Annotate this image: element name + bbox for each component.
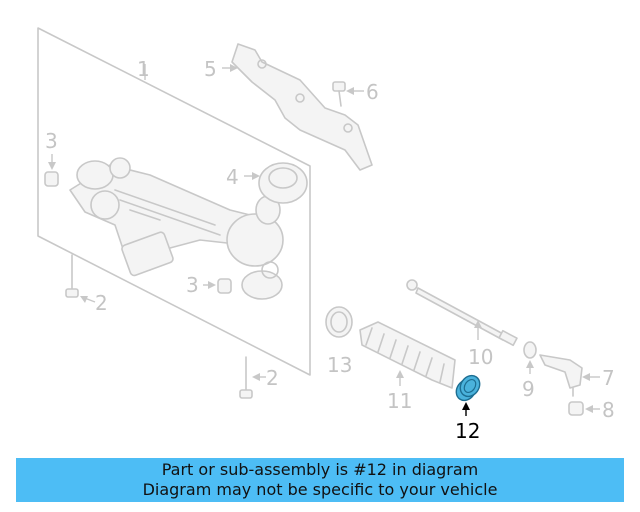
callout-11[interactable]: 11: [387, 389, 412, 413]
callout-2b[interactable]: 2: [266, 366, 279, 390]
part-2-upper-bolt: [65, 254, 79, 298]
callout-3a[interactable]: 3: [45, 129, 58, 153]
steering-rack-drawing: [69, 157, 284, 300]
callout-4[interactable]: 4: [226, 165, 239, 189]
callout-2a[interactable]: 2: [95, 291, 108, 315]
part-9-nut: [523, 341, 537, 359]
part-7-tie-rod-end: [539, 354, 583, 397]
part-11-boot: [359, 321, 456, 389]
part-4-bushing: [258, 162, 308, 204]
callout-13[interactable]: 13: [327, 353, 352, 377]
part-5-bracket: [231, 43, 373, 171]
part-6-bolt: [332, 81, 346, 107]
part-3-upper: [44, 171, 59, 187]
banner-line-part: Part or sub-assembly is #12 in diagram: [161, 460, 479, 479]
callout-1[interactable]: 1: [137, 57, 150, 81]
part-2-lower-bolt: [239, 356, 253, 399]
parts-diagram: 1 5 6 4 3 3: [37, 27, 615, 443]
callout-6[interactable]: 6: [366, 80, 379, 104]
callout-12[interactable]: 12: [455, 419, 480, 443]
callout-10[interactable]: 10: [468, 345, 493, 369]
part-12-clamp-highlighted[interactable]: [452, 372, 483, 404]
part-1-panel: [37, 27, 311, 376]
callout-3b[interactable]: 3: [186, 273, 199, 297]
part-3-lower: [217, 278, 232, 294]
callout-8[interactable]: 8: [602, 398, 615, 422]
callout-5[interactable]: 5: [204, 57, 217, 81]
banner-line-disclaimer: Diagram may not be specific to your vehi…: [142, 480, 498, 499]
part-8-nut: [568, 401, 584, 416]
part-10-tie-rod: [406, 279, 518, 347]
info-banner: Part or sub-assembly is #12 in diagram D…: [16, 458, 624, 502]
callout-7[interactable]: 7: [602, 366, 615, 390]
part-13-clamp: [325, 306, 353, 338]
callout-9[interactable]: 9: [522, 377, 535, 401]
